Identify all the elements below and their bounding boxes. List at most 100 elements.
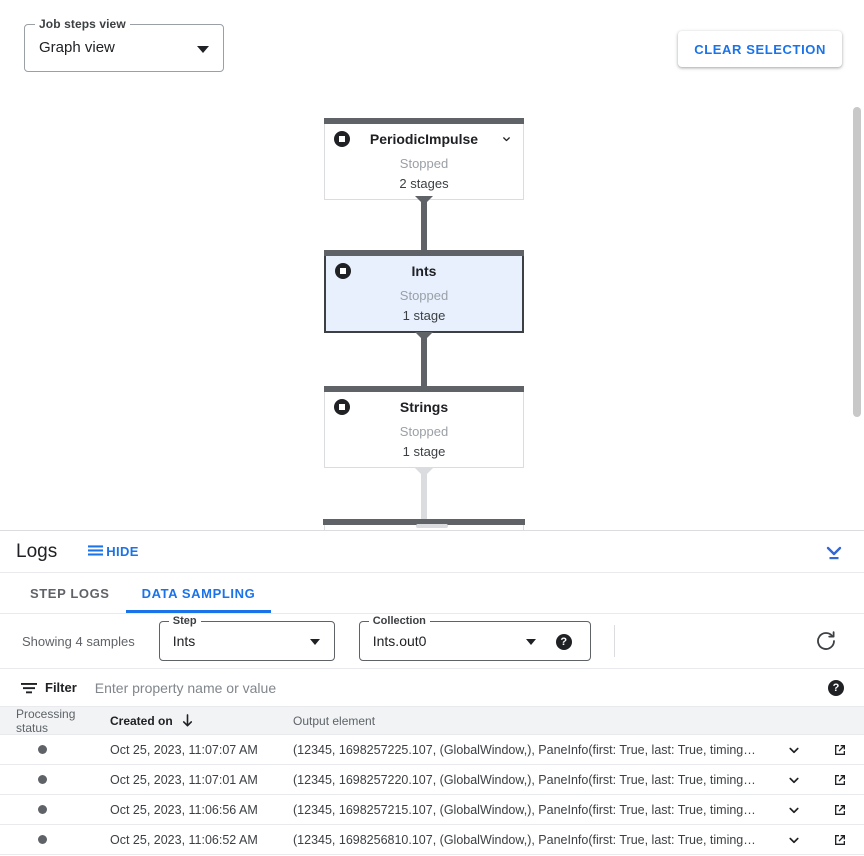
- open-in-new-button[interactable]: [830, 830, 850, 850]
- row-actions: [784, 740, 864, 760]
- open-in-new-icon: [835, 774, 845, 785]
- samples-table: Processing status Created on Output elem…: [0, 707, 864, 856]
- open-in-new-button[interactable]: [830, 800, 850, 820]
- stop-icon: [335, 263, 351, 279]
- node-status: Stopped: [399, 288, 449, 303]
- step-select[interactable]: Step Ints: [158, 614, 335, 661]
- graph-node-ints[interactable]: Ints Stopped 1 stage: [324, 250, 524, 333]
- table-row[interactable]: Oct 25, 2023, 11:07:07 AM (12345, 1698257…: [0, 735, 864, 765]
- panel-resize-handle[interactable]: [416, 524, 448, 528]
- table-row[interactable]: Oct 25, 2023, 11:07:01 AM (12345, 1698257…: [0, 765, 864, 795]
- logs-header: Logs HIDE: [0, 531, 864, 573]
- node-status: Stopped: [399, 156, 449, 171]
- created-on-cell: Oct 25, 2023, 11:06:52 AM: [110, 832, 258, 847]
- output-element-cell: (12345, 1698257225.107, (GlobalWindow,),…: [293, 742, 756, 757]
- refresh-icon: [817, 631, 835, 650]
- output-element-cell: (12345, 1698257220.107, (GlobalWindow,),…: [293, 772, 756, 787]
- created-on-cell: Oct 25, 2023, 11:06:56 AM: [110, 802, 258, 817]
- step-select-value: Ints: [172, 633, 196, 649]
- row-actions: [784, 800, 864, 820]
- table-body: Oct 25, 2023, 11:07:07 AM (12345, 1698257…: [0, 735, 864, 855]
- help-icon[interactable]: ?: [828, 680, 844, 696]
- job-steps-view-select[interactable]: Job steps view Graph view: [24, 17, 224, 72]
- chevron-down-icon: [525, 639, 536, 645]
- output-element-cell: (12345, 1698257215.107, (GlobalWindow,),…: [293, 802, 756, 817]
- open-in-new-icon: [835, 744, 845, 755]
- column-header-created-on[interactable]: Created on: [110, 713, 293, 728]
- chevron-down-icon: [789, 807, 799, 813]
- chevron-down-icon: [789, 747, 799, 753]
- status-dot-icon: [38, 745, 47, 754]
- open-in-new-button[interactable]: [830, 740, 850, 760]
- status-dot-icon: [38, 805, 47, 814]
- hide-logs-label: HIDE: [106, 544, 139, 559]
- job-steps-view-value: Graph view: [39, 39, 115, 56]
- row-actions: [784, 770, 864, 790]
- showing-samples-text: Showing 4 samples: [22, 633, 135, 649]
- collection-select[interactable]: Collection Ints.out0 ?: [358, 614, 591, 661]
- status-dot-icon: [38, 775, 47, 784]
- processing-status-cell: [0, 835, 110, 844]
- filter-label: Filter: [45, 680, 77, 695]
- tab-step-logs[interactable]: STEP LOGS: [14, 573, 126, 613]
- help-icon[interactable]: ?: [555, 634, 572, 650]
- sort-descending-arrow-icon: [182, 714, 192, 727]
- tab-data-sampling[interactable]: DATA SAMPLING: [125, 573, 272, 613]
- collapse-panel-button[interactable]: [822, 540, 846, 564]
- expand-row-button[interactable]: [784, 800, 804, 820]
- edge-arrow-icon: [415, 332, 433, 341]
- edge-arrow-icon: [415, 468, 433, 477]
- clear-selection-button[interactable]: CLEAR SELECTION: [678, 31, 842, 67]
- chevron-down-icon: [789, 777, 799, 783]
- hide-logs-button[interactable]: HIDE: [87, 544, 139, 559]
- filter-icon: [21, 682, 37, 693]
- created-on-cell: Oct 25, 2023, 11:07:01 AM: [110, 772, 258, 787]
- divider: [613, 625, 615, 657]
- refresh-button[interactable]: [814, 629, 838, 653]
- column-header-output-element[interactable]: Output element: [293, 713, 376, 728]
- logs-panel: Logs HIDE STEP LOGS DATA SAMPLING Showin…: [0, 531, 864, 856]
- expand-row-button[interactable]: [784, 740, 804, 760]
- graph-node-periodicimpulse[interactable]: PeriodicImpulse Stopped 2 stages: [324, 118, 524, 200]
- node-stages: 2 stages: [399, 176, 449, 191]
- expand-row-button[interactable]: [784, 830, 804, 850]
- created-on-cell: Oct 25, 2023, 11:07:07 AM: [110, 742, 258, 757]
- graph-edge: [421, 468, 427, 520]
- node-stages: 1 stage: [402, 444, 446, 459]
- stop-icon: [334, 131, 350, 147]
- edge-arrow-icon: [415, 196, 433, 205]
- row-actions: [784, 830, 864, 850]
- output-element-cell: (12345, 1698256810.107, (GlobalWindow,),…: [293, 832, 756, 847]
- processing-status-cell: [0, 805, 110, 814]
- column-header-created-on-label: Created on: [110, 713, 173, 728]
- step-select-label: Step: [168, 614, 201, 628]
- table-row[interactable]: Oct 25, 2023, 11:06:52 AM (12345, 1698256…: [0, 825, 864, 855]
- chevron-down-icon[interactable]: [500, 133, 513, 146]
- collapse-down-icon: [826, 546, 842, 560]
- node-status-bar: [324, 386, 524, 392]
- table-header-row: Processing status Created on Output elem…: [0, 707, 864, 735]
- collection-select-value: Ints.out0: [372, 633, 427, 649]
- filter-input[interactable]: [94, 679, 864, 696]
- graph-canvas[interactable]: PeriodicImpulse Stopped 2 stages Ints St…: [0, 0, 864, 530]
- node-status-bar: [324, 250, 524, 256]
- open-in-new-icon: [835, 834, 845, 845]
- table-row[interactable]: Oct 25, 2023, 11:06:56 AM (12345, 1698257…: [0, 795, 864, 825]
- chevron-down-icon: [789, 837, 799, 843]
- graph-node-strings[interactable]: Strings Stopped 1 stage: [324, 386, 524, 468]
- node-status: Stopped: [399, 424, 449, 439]
- expand-row-button[interactable]: [784, 770, 804, 790]
- collection-select-label: Collection: [368, 614, 430, 628]
- graph-edge: [421, 196, 427, 250]
- sampling-controls-row: Showing 4 samples Step Ints Collection I…: [0, 614, 864, 669]
- column-header-processing-status[interactable]: Processing status: [16, 707, 76, 735]
- node-stages: 1 stage: [402, 308, 446, 323]
- node-status-bar: [323, 519, 525, 525]
- graph-vertical-scrollbar[interactable]: [853, 107, 861, 417]
- open-in-new-button[interactable]: [830, 770, 850, 790]
- node-title: Strings: [399, 399, 449, 415]
- node-status-bar: [324, 118, 524, 124]
- open-in-new-icon: [835, 804, 845, 815]
- logs-title: Logs: [16, 540, 58, 562]
- graph-edge: [421, 332, 427, 386]
